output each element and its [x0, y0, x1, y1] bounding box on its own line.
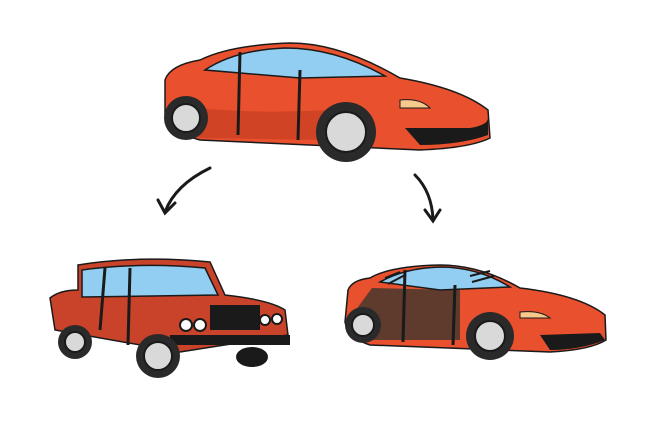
right-arrow [413, 173, 442, 224]
left-arrow [156, 166, 212, 216]
damaged-modern-car [344, 264, 607, 360]
wheel-icon [64, 331, 86, 353]
wheel-icon [351, 313, 375, 337]
vintage-windows [81, 264, 220, 298]
wheel-icon [325, 111, 367, 153]
windshield [202, 47, 388, 79]
wheel-icon [171, 103, 201, 133]
cracked-windshield [377, 266, 513, 291]
grille [210, 305, 260, 330]
modern-car-top [164, 42, 491, 162]
vintage-car [49, 258, 290, 378]
wheel-icon [143, 341, 173, 371]
wheel-icon [474, 320, 506, 352]
